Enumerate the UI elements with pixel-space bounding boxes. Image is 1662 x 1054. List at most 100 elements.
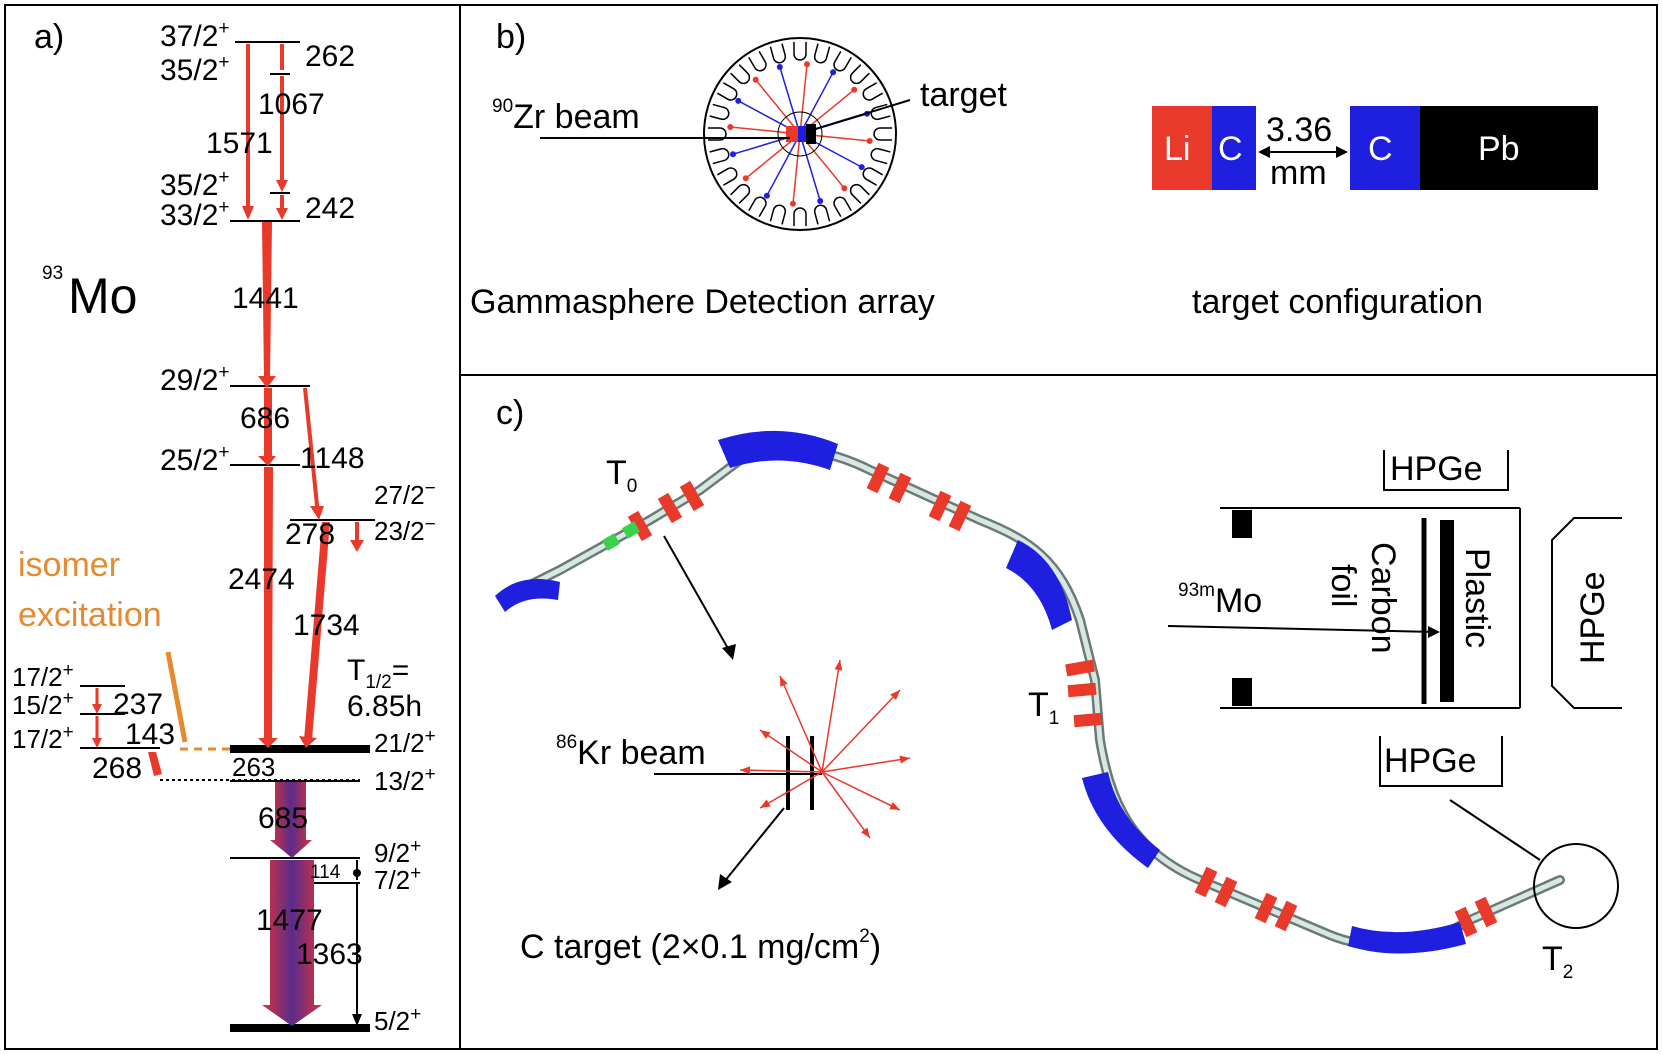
svg-text:27/2−: 27/2− xyxy=(374,478,436,510)
gap-value: 3.36 xyxy=(1266,111,1332,149)
detector-module xyxy=(870,147,891,165)
t2-chamber xyxy=(1533,843,1619,929)
svg-text:262: 262 xyxy=(305,40,355,73)
product-ray xyxy=(779,675,823,773)
svg-text:17/2+: 17/2+ xyxy=(12,722,74,754)
quadrupole xyxy=(1214,876,1238,908)
gamma-ray xyxy=(799,71,834,135)
svg-text:1363: 1363 xyxy=(296,938,363,971)
reaction-products xyxy=(739,659,911,839)
quadrupole xyxy=(1065,659,1095,677)
isomer-label-line1: isomer xyxy=(18,546,120,584)
detector-module xyxy=(849,183,870,204)
svg-text:35/2+: 35/2+ xyxy=(160,52,230,87)
detector-module xyxy=(769,43,787,64)
detector-module xyxy=(769,204,787,225)
layer-li: Li xyxy=(1164,130,1190,168)
svg-text:143: 143 xyxy=(125,718,175,751)
product-ray xyxy=(759,729,823,773)
quadrupole xyxy=(948,500,972,532)
svg-text:114: 114 xyxy=(310,862,341,883)
gamma-ray xyxy=(799,64,808,135)
svg-text:35/2+: 35/2+ xyxy=(160,167,230,202)
gamma-ray-head xyxy=(830,69,837,76)
t0-pointer xyxy=(663,535,731,653)
hpge-top-label: HPGe xyxy=(1390,450,1483,488)
halflife-label: T1/2= xyxy=(347,654,409,693)
plastic-label: Plastic xyxy=(1458,548,1496,648)
detector-module xyxy=(730,183,751,204)
svg-text:33/2+: 33/2+ xyxy=(160,197,230,232)
gamma-ray xyxy=(755,79,801,135)
detector-module xyxy=(730,64,751,85)
quadrupole xyxy=(1073,712,1103,728)
nucleus-symbol: Mo xyxy=(68,268,137,324)
svg-text:17/2+: 17/2+ xyxy=(12,660,74,692)
gamma-ray-head xyxy=(735,97,742,104)
level-lines xyxy=(80,41,375,884)
c-target-pointer xyxy=(723,807,785,883)
gamma-transitions xyxy=(92,44,364,776)
detector-module xyxy=(862,167,884,186)
gamma-ray-head xyxy=(790,200,796,207)
quadrupole-magnets xyxy=(627,462,1498,938)
c-target-label: C target (2×0.1 mg/cm2) xyxy=(520,926,881,966)
svg-text:25/2+: 25/2+ xyxy=(160,442,230,477)
svg-text:5/2+: 5/2+ xyxy=(374,1004,421,1036)
gap-unit: mm xyxy=(1270,154,1327,192)
svg-text:9/2+: 9/2+ xyxy=(374,836,421,868)
nucleus-mass: 93 xyxy=(42,263,63,284)
quadrupole xyxy=(1274,900,1298,932)
hpge-right-label: HPGe xyxy=(1574,571,1612,664)
detector-module xyxy=(793,42,807,61)
svg-text:2474: 2474 xyxy=(228,563,295,596)
station-t1: T1 xyxy=(1028,686,1059,729)
panel-b-label: b) xyxy=(496,18,526,56)
gamma-ray-head xyxy=(817,198,824,204)
product-ray xyxy=(821,689,901,773)
product-ray-head xyxy=(760,730,771,739)
svg-text:15/2+: 15/2+ xyxy=(12,688,74,720)
detector-module xyxy=(813,204,831,225)
gamma-ray-head xyxy=(804,61,810,68)
left-spin-labels: 37/2+ 35/2+ 35/2+ 33/2+ 29/2+ 25/2+ 17/2… xyxy=(12,18,230,754)
svg-text:7/2+: 7/2+ xyxy=(374,863,421,895)
svg-text:1441: 1441 xyxy=(232,282,299,315)
svg-text:685: 685 xyxy=(258,802,308,835)
svg-text:1148: 1148 xyxy=(300,442,365,475)
product-ray xyxy=(821,757,911,773)
quadrupole xyxy=(679,480,705,512)
dipole-magnets xyxy=(495,430,1466,954)
gamma-ray-head xyxy=(866,138,873,144)
quadrupole xyxy=(928,490,952,522)
gamma-ray-head xyxy=(763,192,770,199)
product-ray-head xyxy=(860,827,870,838)
transition-1363-head xyxy=(352,1014,362,1026)
gamma-ray xyxy=(779,66,801,135)
quadrupole xyxy=(888,472,912,504)
station-t2: T2 xyxy=(1542,940,1573,983)
array-caption: Gammasphere Detection array xyxy=(470,283,935,321)
plastic-scintillator xyxy=(1440,520,1454,702)
gamma-ray xyxy=(766,133,801,197)
svg-text:13/2+: 13/2+ xyxy=(374,764,436,796)
panel-c: c) T0 T1 T2 86Kr beam xyxy=(495,394,1622,983)
mo-beam-line xyxy=(1167,625,1437,633)
gamma-ray-head xyxy=(858,164,865,171)
target-configuration: Li C C Pb 3.36 mm xyxy=(1152,106,1598,192)
quadrupole xyxy=(1254,892,1278,924)
layer-c1: C xyxy=(1218,130,1243,168)
gamma-ray-head xyxy=(742,175,749,182)
zr-beam-label: 90Zr beam xyxy=(492,96,640,136)
panel-a-label: a) xyxy=(34,18,64,56)
detector-module xyxy=(709,103,730,121)
quadrupole xyxy=(1194,866,1218,898)
detector-module xyxy=(833,196,852,218)
svg-text:237: 237 xyxy=(113,688,163,721)
layer-c2: C xyxy=(1368,130,1393,168)
product-ray xyxy=(821,659,841,773)
detector-module xyxy=(833,50,852,72)
detector-module xyxy=(716,82,738,101)
detector-module xyxy=(748,196,767,218)
